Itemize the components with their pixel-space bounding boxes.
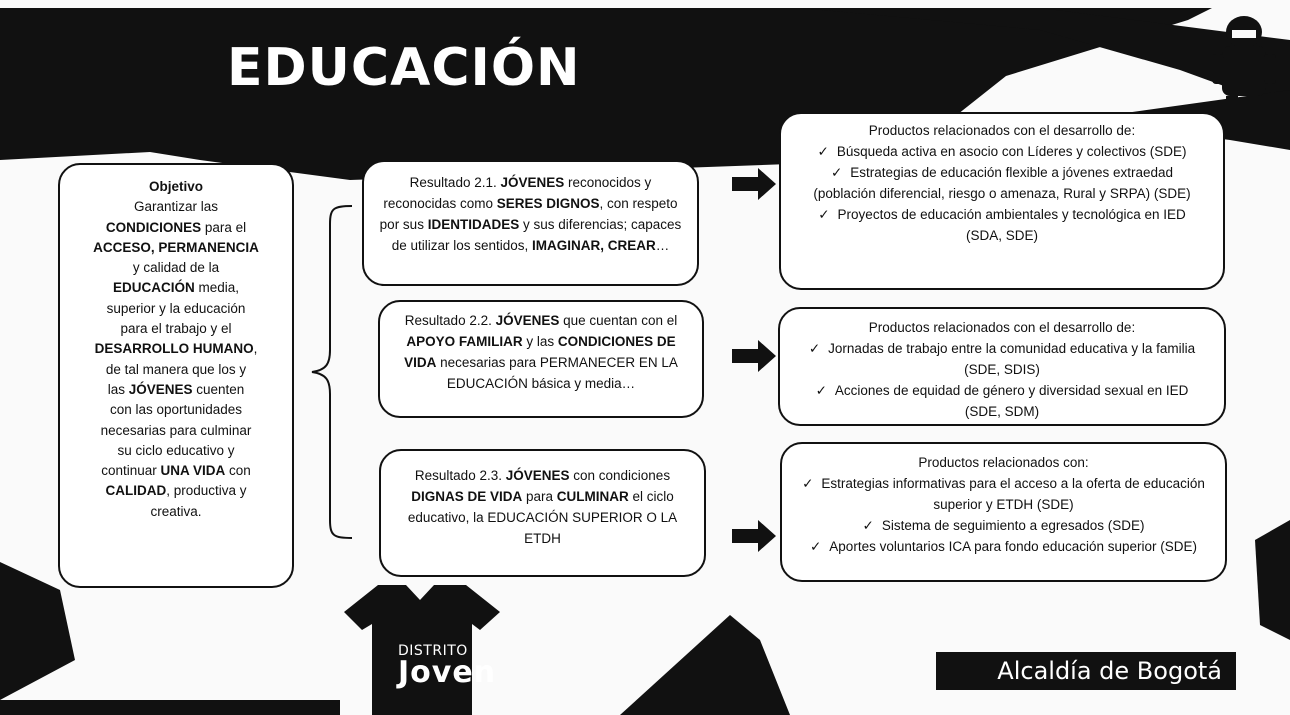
products-box-1: Productos relacionados con el desarrollo…: [779, 112, 1225, 290]
check-icon: ✓: [802, 476, 814, 491]
list-item: ✓Estrategias informativas para el acceso…: [802, 476, 1205, 512]
list-item: ✓Acciones de equidad de género y diversi…: [815, 383, 1189, 419]
list-item: ✓Aportes voluntarios ICA para fondo educ…: [809, 539, 1197, 554]
check-icon: ✓: [815, 383, 827, 398]
page-title: EDUCACIÓN: [227, 38, 581, 98]
list-item: ✓Búsqueda activa en asocio con Líderes y…: [817, 144, 1187, 159]
check-icon: ✓: [808, 341, 821, 356]
bottom-shape-middle: [620, 615, 790, 715]
header-band-right: [800, 8, 1290, 110]
alcaldia-logo: Alcaldía de Bogotá: [936, 652, 1236, 690]
list-item: ✓Estrategias de educación flexible a jóv…: [813, 165, 1191, 201]
check-icon: ✓: [809, 539, 822, 554]
products-box-3: Productos relacionados con: ✓Estrategias…: [780, 442, 1227, 582]
result-box-1: Resultado 2.1. JÓVENES reconocidos y rec…: [362, 160, 699, 286]
products-heading: Productos relacionados con el desarrollo…: [868, 123, 1136, 138]
arrow-right-icon: [732, 340, 776, 372]
bottom-band-left: [0, 700, 340, 715]
check-icon: ✓: [818, 207, 830, 222]
result-box-3: Resultado 2.3. JÓVENES con condiciones D…: [379, 449, 706, 577]
check-icon: ✓: [830, 165, 843, 180]
brace-icon: [311, 205, 353, 539]
tshirt-logo-shape: [344, 585, 500, 715]
check-icon: ✓: [862, 518, 874, 533]
products-heading: Productos relacionados con el desarrollo…: [868, 320, 1136, 335]
check-icon: ✓: [817, 144, 829, 159]
arrow-right-icon: [732, 168, 776, 200]
arrow-right-icon: [732, 520, 776, 552]
mascot-icon: [1212, 16, 1276, 124]
objective-box: Objetivo Garantizar las CONDICIONES para…: [58, 163, 294, 588]
products-heading: Productos relacionados con:: [918, 455, 1089, 470]
distrito-joven-logo: DISTRITO Joven: [398, 643, 497, 690]
list-item: ✓Jornadas de trabajo entre la comunidad …: [808, 341, 1196, 377]
result-box-2: Resultado 2.2. JÓVENES que cuentan con e…: [378, 300, 704, 418]
objective-heading: Objetivo: [148, 179, 203, 194]
bottom-right-shape: [1255, 520, 1290, 640]
objective-text: Garantizar las CONDICIONES para el ACCES…: [93, 199, 259, 519]
products-box-2: Productos relacionados con el desarrollo…: [778, 307, 1226, 426]
list-item: ✓Proyectos de educación ambientales y te…: [818, 207, 1186, 243]
bottom-left-shape: [0, 562, 75, 700]
list-item: ✓Sistema de seguimiento a egresados (SDE…: [862, 518, 1145, 533]
